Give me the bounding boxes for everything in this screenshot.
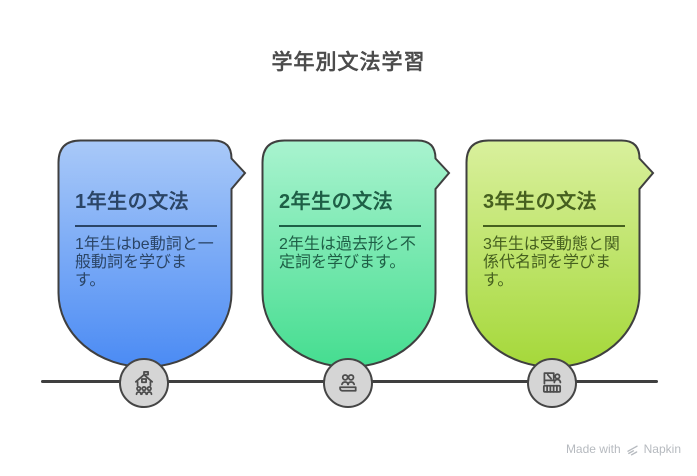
watermark-brand: Napkin	[643, 442, 681, 456]
card-description: 3年生は受動態と関係代名詞を学びます。	[483, 236, 620, 289]
lecture-icon	[542, 372, 562, 393]
napkin-watermark[interactable]: Made with Napkin	[566, 442, 681, 456]
card-description: 2年生は過去形と不定詞を学びます。	[279, 236, 416, 271]
heading-divider	[75, 225, 217, 227]
card-content: 2年生の文法 2年生は過去形と不定詞を学びます。	[279, 185, 421, 272]
students-icon	[339, 374, 357, 392]
school-icon	[134, 371, 154, 396]
card-heading: 2年生の文法	[279, 191, 394, 213]
milestone-circle-3	[527, 358, 577, 408]
milestone-circle-1	[119, 358, 169, 408]
card-heading: 3年生の文法	[483, 191, 598, 213]
milestone-circle-2	[323, 358, 373, 408]
card-description: 1年生はbe動詞と一般動詞を学びます。	[75, 236, 214, 289]
card-content: 1年生の文法 1年生はbe動詞と一般動詞を学びます。	[75, 185, 217, 290]
heading-divider	[483, 225, 625, 227]
card-heading: 1年生の文法	[75, 191, 190, 213]
grade-card-1: 1年生の文法 1年生はbe動詞と一般動詞を学びます。	[57, 139, 247, 370]
watermark-text: Made with	[565, 442, 621, 456]
heading-divider	[279, 225, 421, 227]
grade-card-3: 3年生の文法 3年生は受動態と関係代名詞を学びます。	[465, 139, 655, 370]
grade-card-2: 2年生の文法 2年生は過去形と不定詞を学びます。	[261, 139, 451, 370]
card-content: 3年生の文法 3年生は受動態と関係代名詞を学びます。	[483, 185, 625, 290]
napkin-logo-icon	[626, 445, 638, 455]
page-title: 学年別文法学習	[271, 51, 426, 74]
